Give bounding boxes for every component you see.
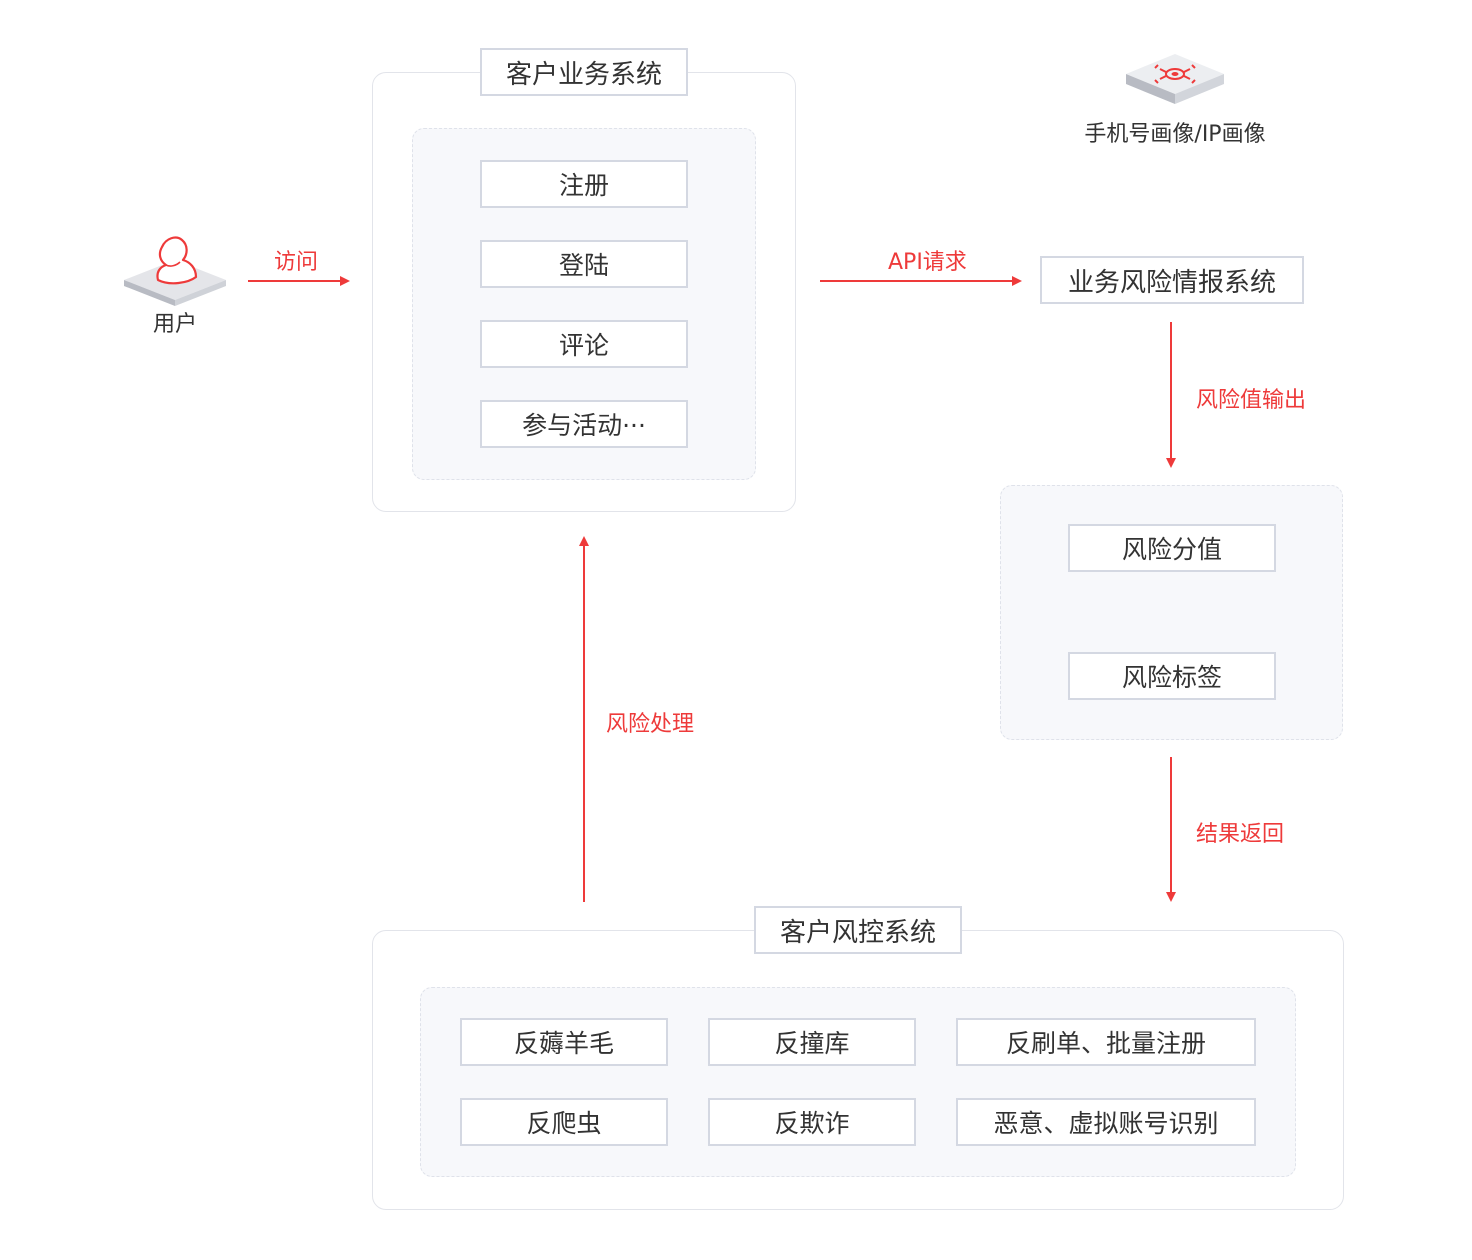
business-item: 登陆 [480,240,688,288]
risk-value-output-label: 风险值输出 [1196,388,1307,413]
risk-output-item: 风险标签 [1068,652,1276,700]
risk-output-item: 风险分值 [1068,524,1276,572]
profile-label: 手机号画像/IP画像 [1084,122,1266,147]
business-item: 参与活动··· [480,400,688,448]
risk-control-item: 反刷单、批量注册 [956,1018,1256,1066]
result-return-label: 结果返回 [1196,822,1285,847]
risk-handling-label: 风险处理 [606,712,695,737]
api-request-label: API请求 [888,250,967,275]
visit-label: 访问 [274,250,319,275]
risk-control-item: 恶意、虚拟账号识别 [956,1098,1256,1146]
radar-icon [1126,54,1224,104]
user-label: 用户 [152,312,197,337]
risk-control-title: 客户风控系统 [754,906,962,954]
risk-control-item: 反爬虫 [460,1098,668,1146]
business-item: 注册 [480,160,688,208]
risk-control-item: 反撞库 [708,1018,916,1066]
business-item: 评论 [480,320,688,368]
risk-control-item: 反欺诈 [708,1098,916,1146]
user-node: 用户 [120,220,230,340]
risk-control-items-panel [420,987,1296,1177]
profile-node: 手机号画像/IP画像 [1060,50,1290,150]
business-system-title: 客户业务系统 [480,48,688,96]
intel-system-box: 业务风险情报系统 [1040,256,1304,304]
risk-control-item: 反薅羊毛 [460,1018,668,1066]
user-icon [124,236,226,306]
